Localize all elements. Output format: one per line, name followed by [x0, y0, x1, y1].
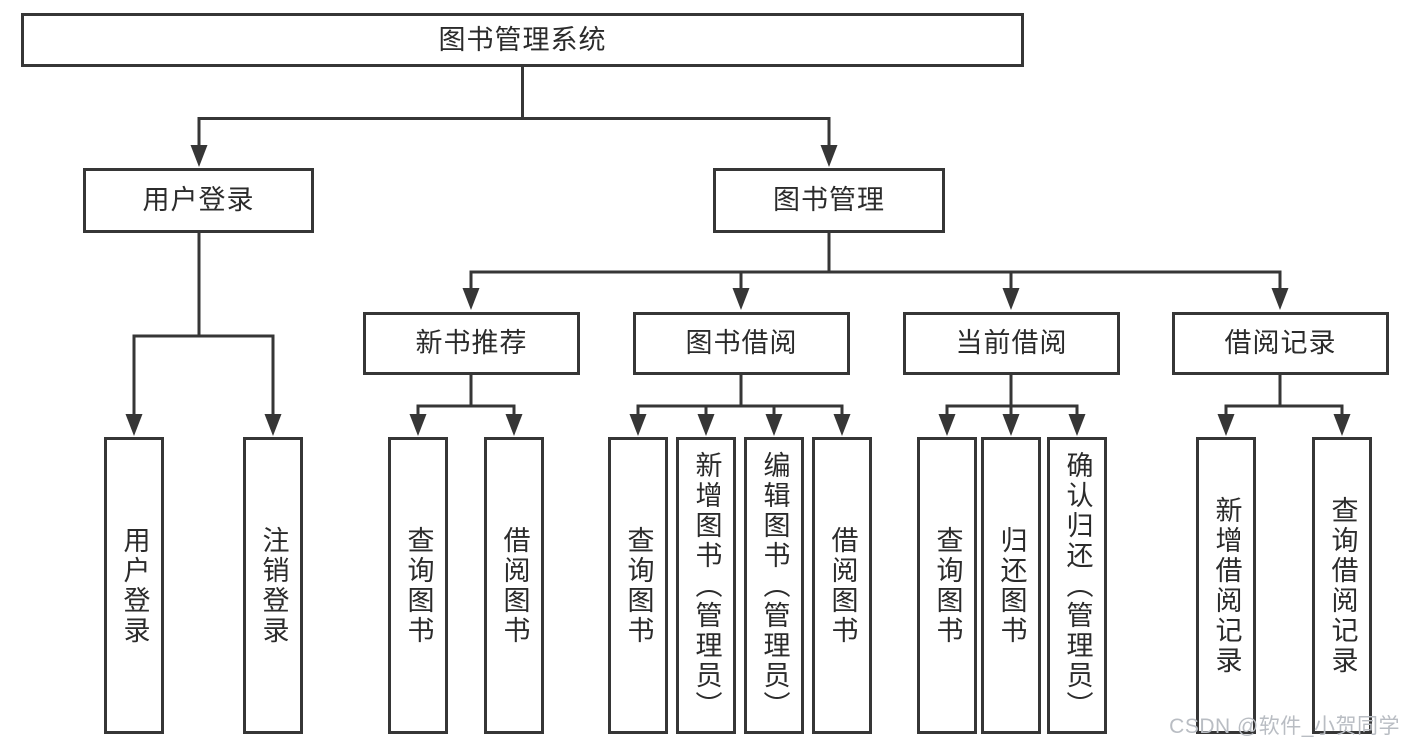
- leaf-query-books-current: 查询图书: [917, 437, 977, 734]
- node-current-borrow-label: 当前借阅: [955, 328, 1068, 358]
- arrowhead: [1068, 414, 1086, 436]
- watermark: CSDN @软件_小贺同学: [1169, 715, 1400, 738]
- node-user-login-label: 用户登录: [142, 185, 255, 215]
- leaf-return-books-label: 归还图书: [996, 525, 1027, 646]
- leaf-borrow-books-recommend: 借阅图书: [484, 437, 544, 734]
- leaf-query-books-current-label: 查询图书: [932, 525, 963, 646]
- leaf-return-books: 归还图书: [981, 437, 1041, 734]
- node-book-borrow-label: 图书借阅: [685, 328, 798, 358]
- leaf-borrow-books-label: 借阅图书: [827, 525, 858, 646]
- leaf-confirm-return-admin: 确认归还（管理员）: [1047, 437, 1107, 734]
- leaf-add-books-admin: 新增图书（管理员）: [676, 437, 736, 734]
- leaf-query-books-recommend-label: 查询图书: [403, 525, 434, 646]
- arrowhead: [697, 414, 715, 436]
- arrowhead: [938, 414, 956, 436]
- node-book-borrow: 图书借阅: [633, 312, 850, 375]
- node-user-login: 用户登录: [83, 168, 314, 233]
- arrowhead: [125, 414, 143, 436]
- arrowhead: [462, 288, 480, 310]
- node-book-management-label: 图书管理: [773, 185, 885, 215]
- node-current-borrow: 当前借阅: [903, 312, 1120, 375]
- leaf-confirm-return-admin-label: 确认归还（管理员）: [1062, 450, 1093, 721]
- leaf-borrow-books-recommend-label: 借阅图书: [499, 525, 530, 646]
- arrowhead: [629, 414, 647, 436]
- arrowhead: [264, 414, 282, 436]
- node-root: 图书管理系统: [21, 13, 1024, 67]
- arrowhead: [765, 414, 783, 436]
- leaf-add-borrow-record: 新增借阅记录: [1196, 437, 1256, 734]
- arrowhead: [833, 414, 851, 436]
- leaf-user-login: 用户登录: [104, 437, 164, 734]
- node-new-book-recommend: 新书推荐: [363, 312, 580, 375]
- leaf-borrow-books: 借阅图书: [812, 437, 872, 734]
- arrowhead: [1217, 414, 1235, 436]
- leaf-add-borrow-record-label: 新增借阅记录: [1211, 495, 1242, 676]
- arrowhead: [1002, 288, 1020, 310]
- arrowhead: [732, 288, 750, 310]
- node-book-management: 图书管理: [713, 168, 945, 233]
- arrowhead: [190, 145, 208, 167]
- leaf-query-books-borrow: 查询图书: [608, 437, 668, 734]
- leaf-query-books-recommend: 查询图书: [388, 437, 448, 734]
- node-new-book-recommend-label: 新书推荐: [415, 328, 528, 358]
- node-root-label: 图书管理系统: [438, 24, 607, 55]
- leaf-query-borrow-record-label: 查询借阅记录: [1327, 495, 1358, 676]
- leaf-user-login-label: 用户登录: [119, 525, 150, 646]
- leaf-logout: 注销登录: [243, 437, 303, 734]
- leaf-query-books-borrow-label: 查询图书: [623, 525, 654, 646]
- leaf-edit-books-admin-label: 编辑图书（管理员）: [759, 450, 790, 721]
- arrowhead: [409, 414, 427, 436]
- leaf-query-borrow-record: 查询借阅记录: [1312, 437, 1372, 734]
- arrowhead: [1271, 288, 1289, 310]
- node-borrow-records-label: 借阅记录: [1224, 328, 1337, 358]
- node-borrow-records: 借阅记录: [1172, 312, 1389, 375]
- leaf-edit-books-admin: 编辑图书（管理员）: [744, 437, 804, 734]
- arrowhead: [505, 414, 523, 436]
- leaf-add-books-admin-label: 新增图书（管理员）: [691, 450, 722, 721]
- arrowhead: [1333, 414, 1351, 436]
- arrowhead: [820, 145, 838, 167]
- arrowhead: [1002, 414, 1020, 436]
- leaf-logout-label: 注销登录: [258, 525, 289, 646]
